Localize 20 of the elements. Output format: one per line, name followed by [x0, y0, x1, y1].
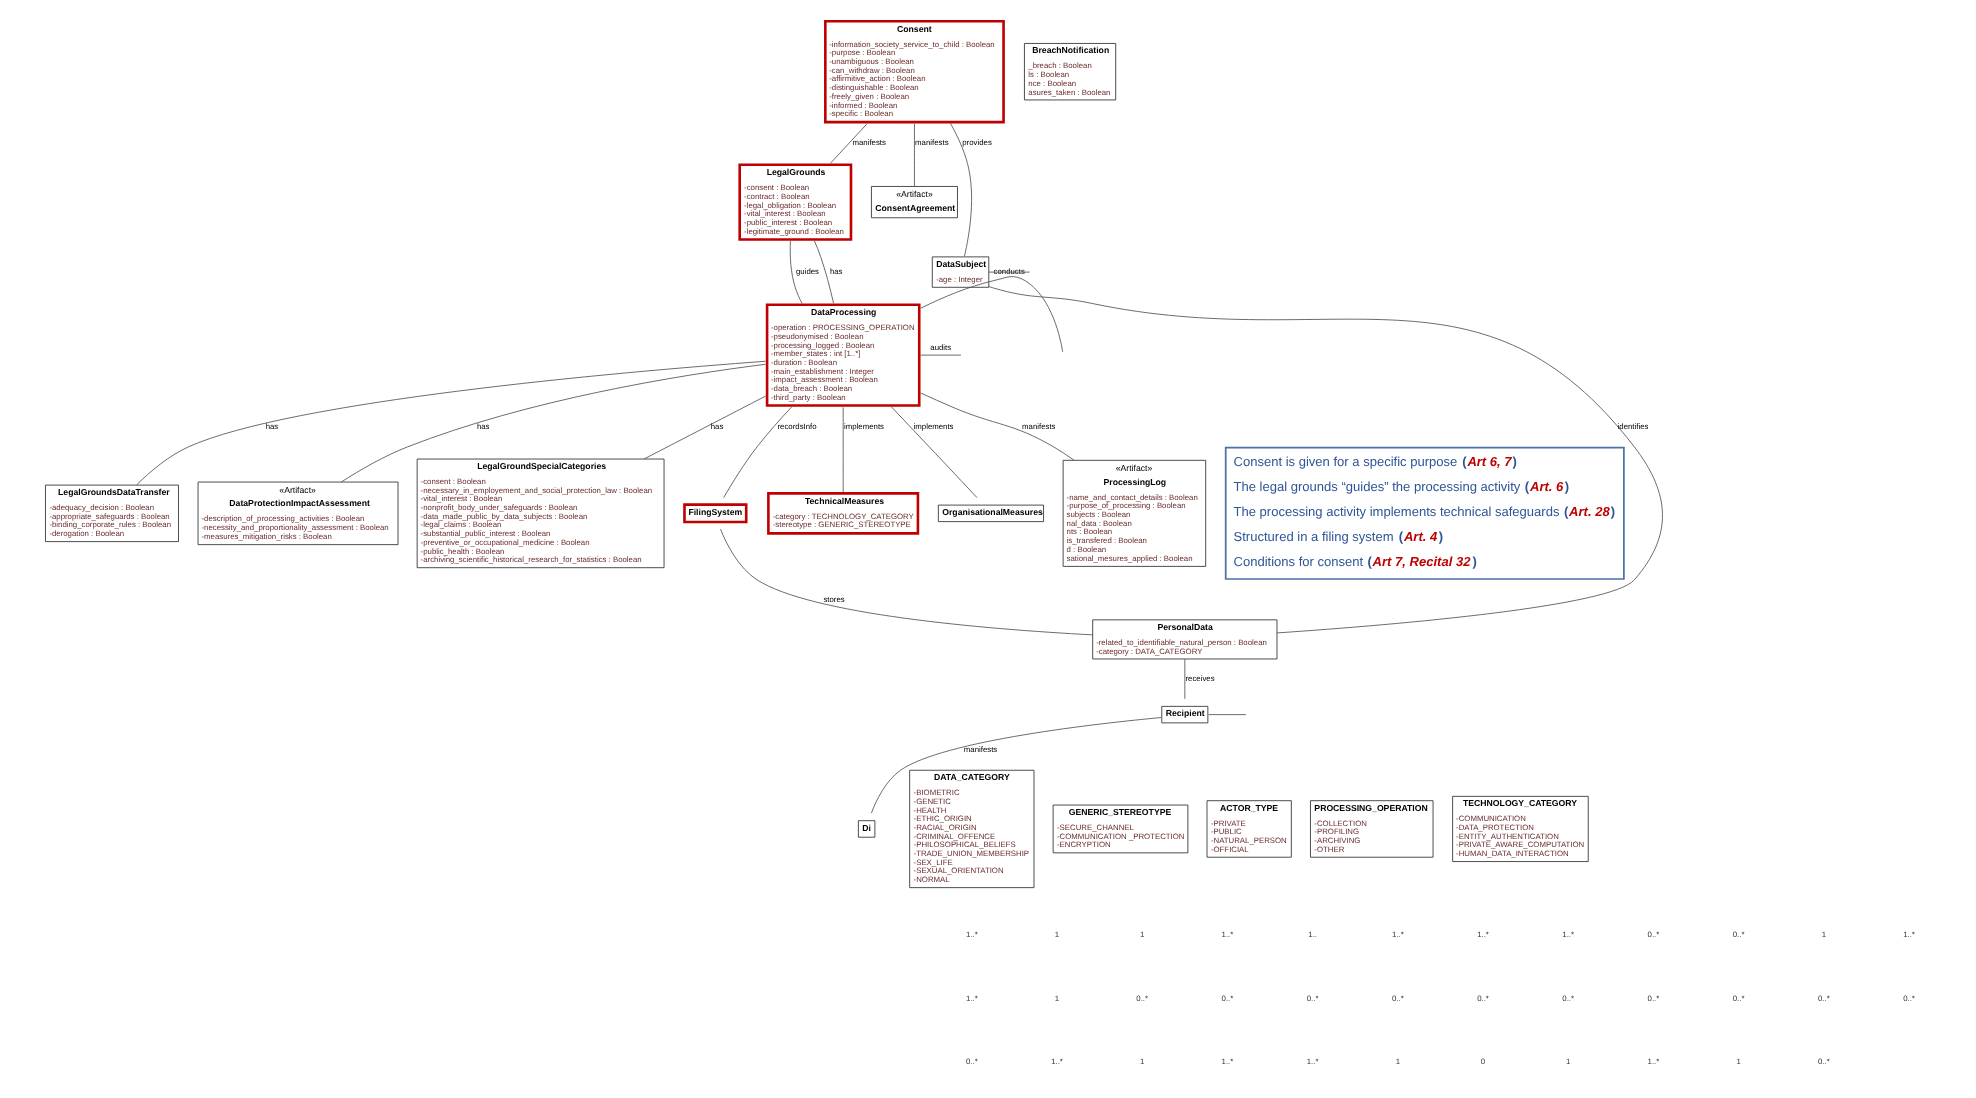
connector [841, 406, 843, 493]
connector [829, 123, 867, 164]
connector [1183, 658, 1185, 700]
connector [890, 406, 977, 499]
connector [919, 354, 961, 356]
connector [870, 717, 1161, 814]
connector [339, 363, 765, 483]
connector [788, 240, 802, 304]
connector [719, 528, 1092, 636]
connector [642, 395, 766, 460]
connector [919, 276, 1063, 353]
connector [135, 360, 765, 486]
connector [812, 240, 833, 304]
connector [919, 392, 1074, 461]
connector [949, 123, 972, 257]
connector [1207, 714, 1246, 716]
connector [913, 123, 914, 187]
connector [987, 286, 1662, 634]
connector [722, 406, 791, 499]
connector [987, 271, 1029, 273]
